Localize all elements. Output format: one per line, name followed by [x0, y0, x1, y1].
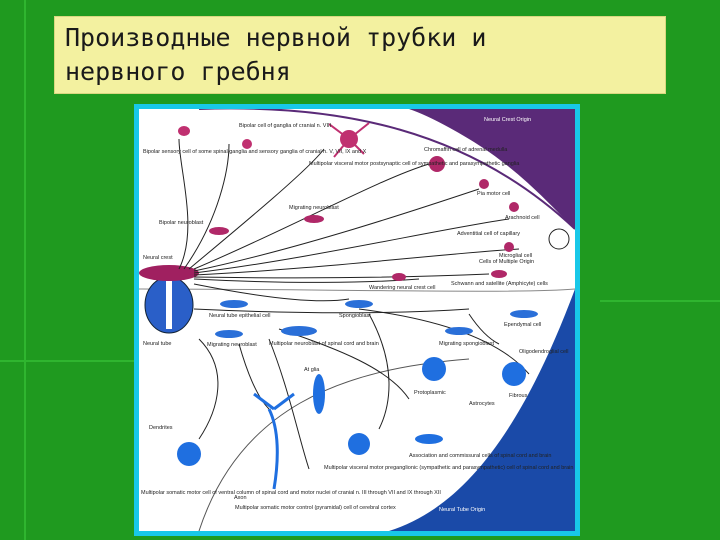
- label-ependymal: Ependymal cell: [504, 322, 541, 328]
- lower-region-curve: [198, 358, 470, 531]
- wandering-cell: [392, 273, 406, 281]
- label-migrating-neuroblast: Migrating neuroblast: [289, 205, 339, 211]
- label-neural-tube-origin: Neural Tube Origin: [439, 507, 485, 513]
- label-arachnoid: Arachnoid cell: [505, 215, 540, 221]
- label-multipolar-visceral2: Multipolar visceral motor preganglionic …: [324, 465, 573, 471]
- label-fibrous: Fibrous: [509, 393, 528, 399]
- label-multipolar-visceral: Multipolar visceral motor postsynaptic c…: [309, 161, 520, 167]
- neural-tube-origin-region: [389, 289, 575, 531]
- multipolar-somatic-cell: [177, 442, 201, 466]
- background-line: [600, 300, 720, 302]
- at-glia-cell: [313, 374, 325, 414]
- multipolar-neuroblast-cell: [281, 326, 317, 336]
- neural-crest-region-border: [199, 109, 575, 230]
- spongioblast-cell: [345, 300, 373, 308]
- label-astrocytes: Astrocytes: [469, 401, 495, 407]
- neural-tube-epithelial-cell: [220, 300, 248, 308]
- figure-frame: Bipolar sensory cell of some spinal gang…: [134, 104, 580, 536]
- neural-tube-canal: [166, 281, 172, 329]
- label-bipolar-sensory: Bipolar sensory cell of some spinal gang…: [143, 149, 367, 155]
- label-cells-multiple-origin: Cells of Multiple Origin: [479, 259, 534, 265]
- label-spongioblast: Spongioblast: [339, 313, 371, 319]
- neural-crest-cap: [139, 265, 199, 281]
- label-axon: Axon: [234, 495, 247, 501]
- label-migrating-spongioblast: Migrating spongioblast: [439, 341, 495, 347]
- background-line: [24, 0, 26, 540]
- label-oligodendroglial: Oligodendroglial cell: [519, 349, 569, 355]
- label-adventitial: Adventitial cell of capillary: [457, 231, 520, 237]
- label-at-glia: At glia: [304, 367, 320, 373]
- label-multipolar-neuroblast: Multipolar neuroblast of spinal cord and…: [269, 341, 379, 347]
- microglial-cell: [504, 242, 514, 252]
- migrating-neuroblast-blue: [215, 330, 243, 338]
- label-neural-tube: Neural tube: [143, 341, 171, 347]
- label-dendrites: Dendrites: [149, 425, 173, 431]
- bipolar-neuroblast-cell: [209, 227, 229, 235]
- label-schwann: Schwann and satellite (Amphicyte) cells: [451, 281, 548, 287]
- chromaffin-cell: [429, 156, 445, 172]
- arachnoid-cell: [509, 202, 519, 212]
- ependymal-cell: [510, 310, 538, 318]
- neural-tube-region-border: [139, 288, 575, 292]
- label-protoplasmic: Protoplasmic: [414, 390, 446, 396]
- label-neural-crest-origin: Neural Crest Origin: [484, 117, 531, 123]
- fibrous-astrocyte: [502, 362, 526, 386]
- label-neural-tube-epithelial: Neural tube epithelial cell: [209, 313, 270, 319]
- label-bipolar-cell: Bipolar cell of ganglia of cranial n. VI…: [239, 123, 331, 129]
- bipolar-sensory-cell: [178, 126, 190, 136]
- neural-crest-origin-region: [409, 109, 575, 229]
- label-microglial: Microglial cell: [499, 253, 532, 259]
- schwann-cell: [491, 270, 507, 278]
- label-association: Association and commissural cells of spi…: [409, 453, 551, 459]
- migrating-neuroblast-cell: [304, 215, 324, 223]
- cells-multiple-origin-marker: [548, 228, 570, 250]
- crest-arrows: [178, 138, 530, 470]
- neural-derivatives-diagram: Bipolar sensory cell of some spinal gang…: [139, 109, 575, 531]
- multipolar-visceral-blue-cell: [348, 433, 370, 455]
- association-cell: [415, 434, 443, 444]
- pia-cell: [479, 179, 489, 189]
- pyramidal-cell: [253, 392, 295, 490]
- label-pia: Pia motor cell: [477, 191, 510, 197]
- label-wandering: Wandering neural crest cell: [369, 285, 435, 291]
- label-migrating-neuroblast2: Migrating neuroblast: [207, 342, 257, 348]
- label-chromaffin: Chromaffin cell of adrenal medulla: [424, 147, 508, 153]
- migrating-spongioblast-cell: [445, 327, 473, 335]
- label-neural-crest: Neural crest: [143, 255, 173, 261]
- label-multipolar-somatic: Multipolar somatic motor cell of ventral…: [141, 490, 441, 496]
- protoplasmic-astrocyte: [422, 357, 446, 381]
- figure-inner: Bipolar sensory cell of some spinal gang…: [139, 109, 575, 531]
- background-line: [0, 360, 134, 362]
- title-box: Производные нервной трубки и нервного гр…: [54, 16, 666, 94]
- bipolar-cell: [242, 139, 252, 149]
- multipolar-visceral-cell: [328, 122, 370, 158]
- slide-title: Производные нервной трубки и нервного гр…: [65, 23, 487, 86]
- label-multipolar-somatic2: Multipolar somatic motor control (pyrami…: [235, 505, 396, 511]
- label-bipolar-neuroblast: Bipolar neuroblast: [159, 220, 204, 226]
